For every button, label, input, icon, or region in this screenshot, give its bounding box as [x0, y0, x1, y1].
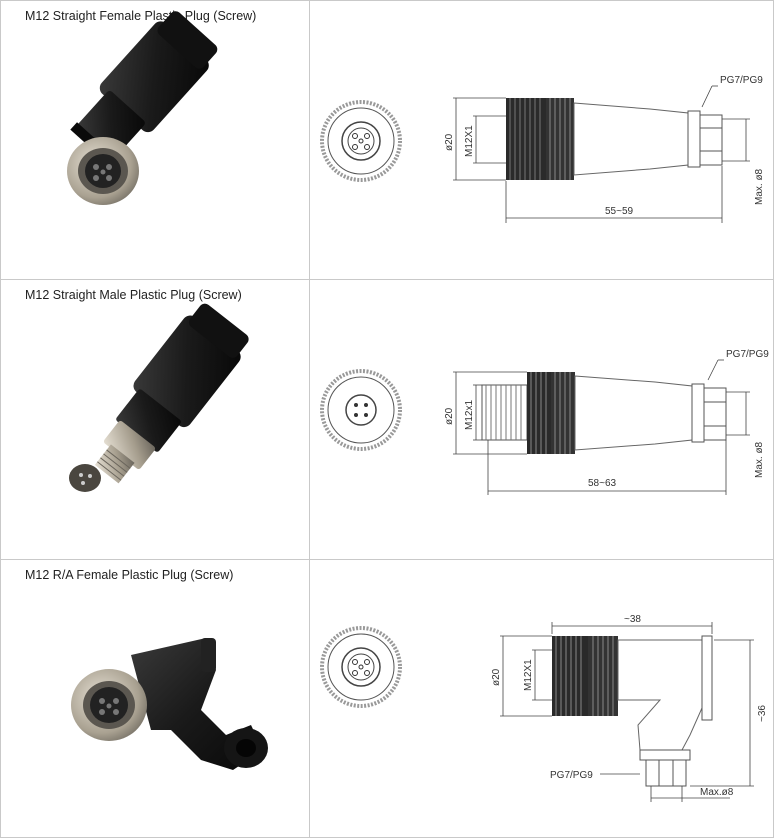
product-title: M12 Straight Female Plastic Plug (Screw)	[25, 9, 257, 23]
product-row-straight-female: M12 Straight Female Plastic Plug (Screw)	[0, 0, 774, 280]
thread-size-label: M12X1	[464, 125, 475, 157]
thread-label: PG7/PG9	[550, 770, 593, 781]
cable-label: Max. ø8	[754, 168, 765, 205]
photo-cell: M12 Straight Male Plastic Plug (Screw)	[0, 280, 309, 560]
side-view-drawing: 55~59 PG7/PG9 ø20 M12X1 Max. ø8	[320, 75, 765, 223]
width-label: ~38	[624, 614, 641, 625]
side-view-drawing: 58~63 PG7/PG9 ø20 M12x1 Max. ø8	[320, 349, 769, 495]
drawing-cell: ~38 PG7/PG9 Max.ø8 ø20 M12X1 ~36	[309, 560, 774, 837]
diameter-label: ø20	[491, 668, 502, 686]
product-title: M12 Straight Male Plastic Plug (Screw)	[25, 288, 242, 302]
female-connector-photo	[67, 11, 218, 205]
drawing-cell: 55~59 PG7/PG9 ø20 M12X1 Max. ø8	[309, 1, 774, 280]
height-label: ~36	[757, 705, 768, 722]
face-view-icon	[320, 100, 402, 182]
length-label: 58~63	[588, 478, 617, 489]
drawing-cell: 58~63 PG7/PG9 ø20 M12x1 Max. ø8	[309, 280, 774, 560]
side-view-drawing: ~38 PG7/PG9 Max.ø8 ø20 M12X1 ~36	[320, 614, 768, 802]
photo-cell: M12 R/A Female Plastic Plug (Screw)	[0, 560, 309, 837]
diameter-label: ø20	[444, 133, 455, 151]
thread-label: PG7/PG9	[720, 75, 763, 86]
cable-label: Max. ø8	[754, 441, 765, 478]
product-row-straight-male: M12 Straight Male Plastic Plug (Screw)	[0, 279, 774, 560]
male-connector-photo	[69, 303, 249, 492]
cable-label: Max.ø8	[700, 787, 734, 798]
product-row-right-angle-female: M12 R/A Female Plastic Plug (Screw)	[0, 559, 774, 838]
face-view-icon	[320, 626, 402, 708]
diameter-label: ø20	[444, 407, 455, 425]
photo-cell: M12 Straight Female Plastic Plug (Screw)	[0, 1, 309, 280]
product-title: M12 R/A Female Plastic Plug (Screw)	[25, 568, 234, 582]
right-angle-connector-photo	[71, 638, 268, 770]
length-label: 55~59	[605, 206, 634, 217]
thread-label: PG7/PG9	[726, 349, 769, 360]
face-view-icon	[320, 369, 402, 451]
thread-size-label: M12x1	[464, 400, 475, 430]
thread-size-label: M12X1	[523, 659, 534, 691]
